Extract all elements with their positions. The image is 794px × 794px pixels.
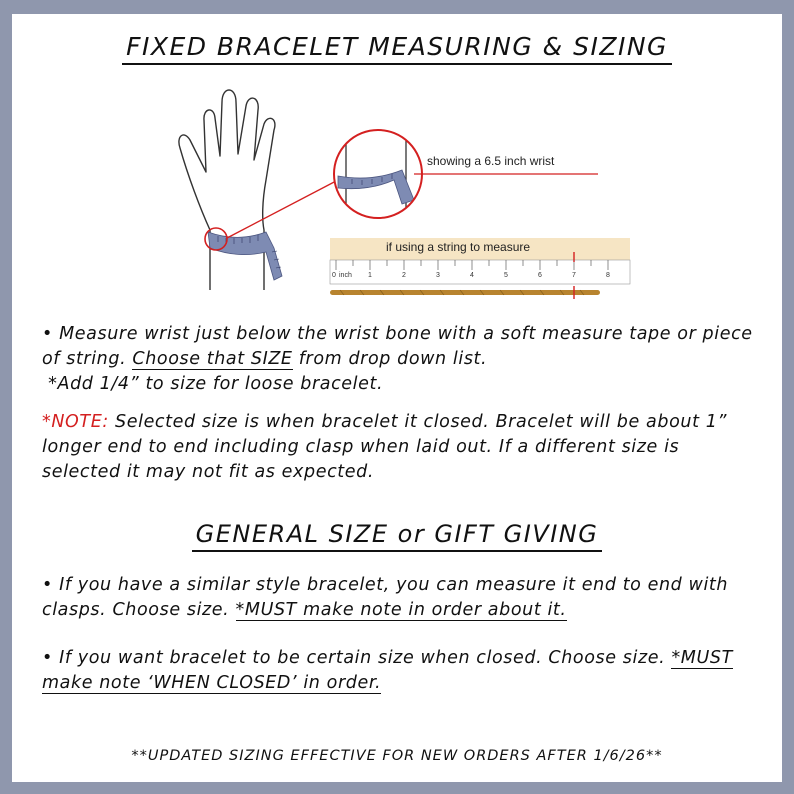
footer-update-notice: **UPDATED SIZING EFFECTIVE FOR NEW ORDER… bbox=[131, 748, 663, 764]
ruler-label-5: 5 bbox=[504, 272, 508, 279]
general-item-similar-bracelet: • If you have a similar style bracelet, … bbox=[42, 575, 729, 621]
note-label: *NOTE: bbox=[42, 412, 109, 432]
ruler-label-6: 6 bbox=[538, 272, 542, 279]
bullet: • bbox=[42, 648, 53, 668]
measuring-string bbox=[330, 286, 600, 299]
ruler-label-7: 7 bbox=[572, 272, 576, 279]
general-item-certain-size: • If you want bracelet to be certain siz… bbox=[42, 648, 733, 694]
caption-wrist: showing a 6.5 inch wrist bbox=[427, 154, 555, 168]
zoom-connector bbox=[226, 179, 339, 239]
ruler-label-2: 2 bbox=[402, 272, 406, 279]
zoom-circle-small bbox=[204, 227, 228, 251]
must-note-emphasis: *MUST make note in order about it. bbox=[235, 600, 567, 621]
page-title: FIXED BRACELET MEASURING & SIZING bbox=[0, 32, 794, 65]
ruler-label-0: 0 bbox=[332, 272, 336, 279]
ruler-label-8: 8 bbox=[606, 272, 610, 279]
bullet: • bbox=[42, 324, 53, 344]
ruler bbox=[329, 238, 631, 285]
caption-string: if using a string to measure bbox=[386, 240, 531, 254]
choose-size-emphasis: Choose that SIZE bbox=[132, 349, 293, 370]
measure-instructions: • Measure wrist just below the wrist bon… bbox=[42, 324, 753, 394]
wrist-measure-illustration bbox=[178, 89, 631, 299]
general-size-heading: GENERAL SIZE or GIFT GIVING bbox=[0, 520, 794, 552]
size-note: *NOTE: Selected size is when bracelet it… bbox=[42, 412, 728, 482]
loose-fit-note: *Add 1/4” to size for loose bracelet. bbox=[48, 374, 384, 394]
ruler-labels: 0 inch 1 2 3 4 5 6 7 8 bbox=[330, 272, 640, 286]
ruler-unit: inch bbox=[339, 272, 352, 279]
zoom-circle bbox=[333, 129, 423, 219]
ruler-label-1: 1 bbox=[368, 272, 372, 279]
ruler-label-4: 4 bbox=[470, 272, 474, 279]
bullet: • bbox=[42, 575, 53, 595]
must-note-when-closed-emphasis: *MUST make note ‘WHEN CLOSED’ in order. bbox=[42, 648, 733, 694]
hand-outline bbox=[178, 89, 276, 290]
ruler-label-3: 3 bbox=[436, 272, 440, 279]
